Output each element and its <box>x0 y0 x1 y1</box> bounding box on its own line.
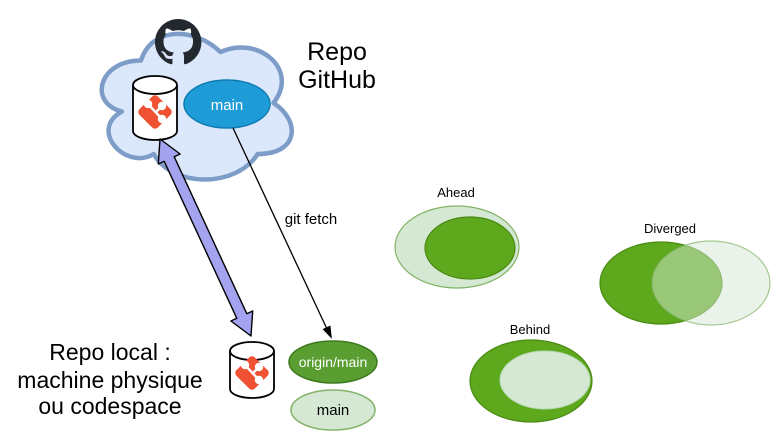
ahead-state-diagram: Ahead <box>394 185 520 289</box>
git-icon <box>235 356 269 390</box>
behind-label: Behind <box>510 322 550 337</box>
repo-github-title: Repo GitHub <box>298 38 376 94</box>
ahead-inner-ellipse <box>424 216 516 280</box>
fetch-arrow-label: git fetch <box>285 211 338 228</box>
svg-text:Repo local :: Repo local : <box>49 339 170 365</box>
origin-main-ellipse <box>288 340 378 384</box>
local-main-ellipse <box>290 389 376 431</box>
origin-main-label: origin/main <box>299 354 367 370</box>
behind-state-diagram: Behind <box>469 322 593 423</box>
diverged-state-diagram: Diverged <box>599 221 771 326</box>
svg-text:machine physique: machine physique <box>17 367 202 393</box>
svg-text:GitHub: GitHub <box>298 66 376 94</box>
ahead-label: Ahead <box>437 185 475 200</box>
diverged-right-ellipse <box>651 240 771 326</box>
fetch-arrow <box>232 127 332 339</box>
svg-text:Repo: Repo <box>307 38 367 66</box>
diverged-label: Diverged <box>644 221 696 236</box>
repo-local-caption: Repo local : machine physique ou codespa… <box>17 339 202 419</box>
behind-inner-ellipse <box>499 350 591 410</box>
remote-main-branch-label: main <box>211 97 244 114</box>
database-cylinder-top <box>132 75 178 95</box>
remote-main-branch-ellipse <box>183 79 271 129</box>
github-icon <box>155 19 202 65</box>
local-main-label: main <box>317 402 350 419</box>
sync-double-arrow <box>157 138 254 337</box>
git-icon <box>138 95 172 129</box>
svg-text:ou codespace: ou codespace <box>38 393 181 419</box>
